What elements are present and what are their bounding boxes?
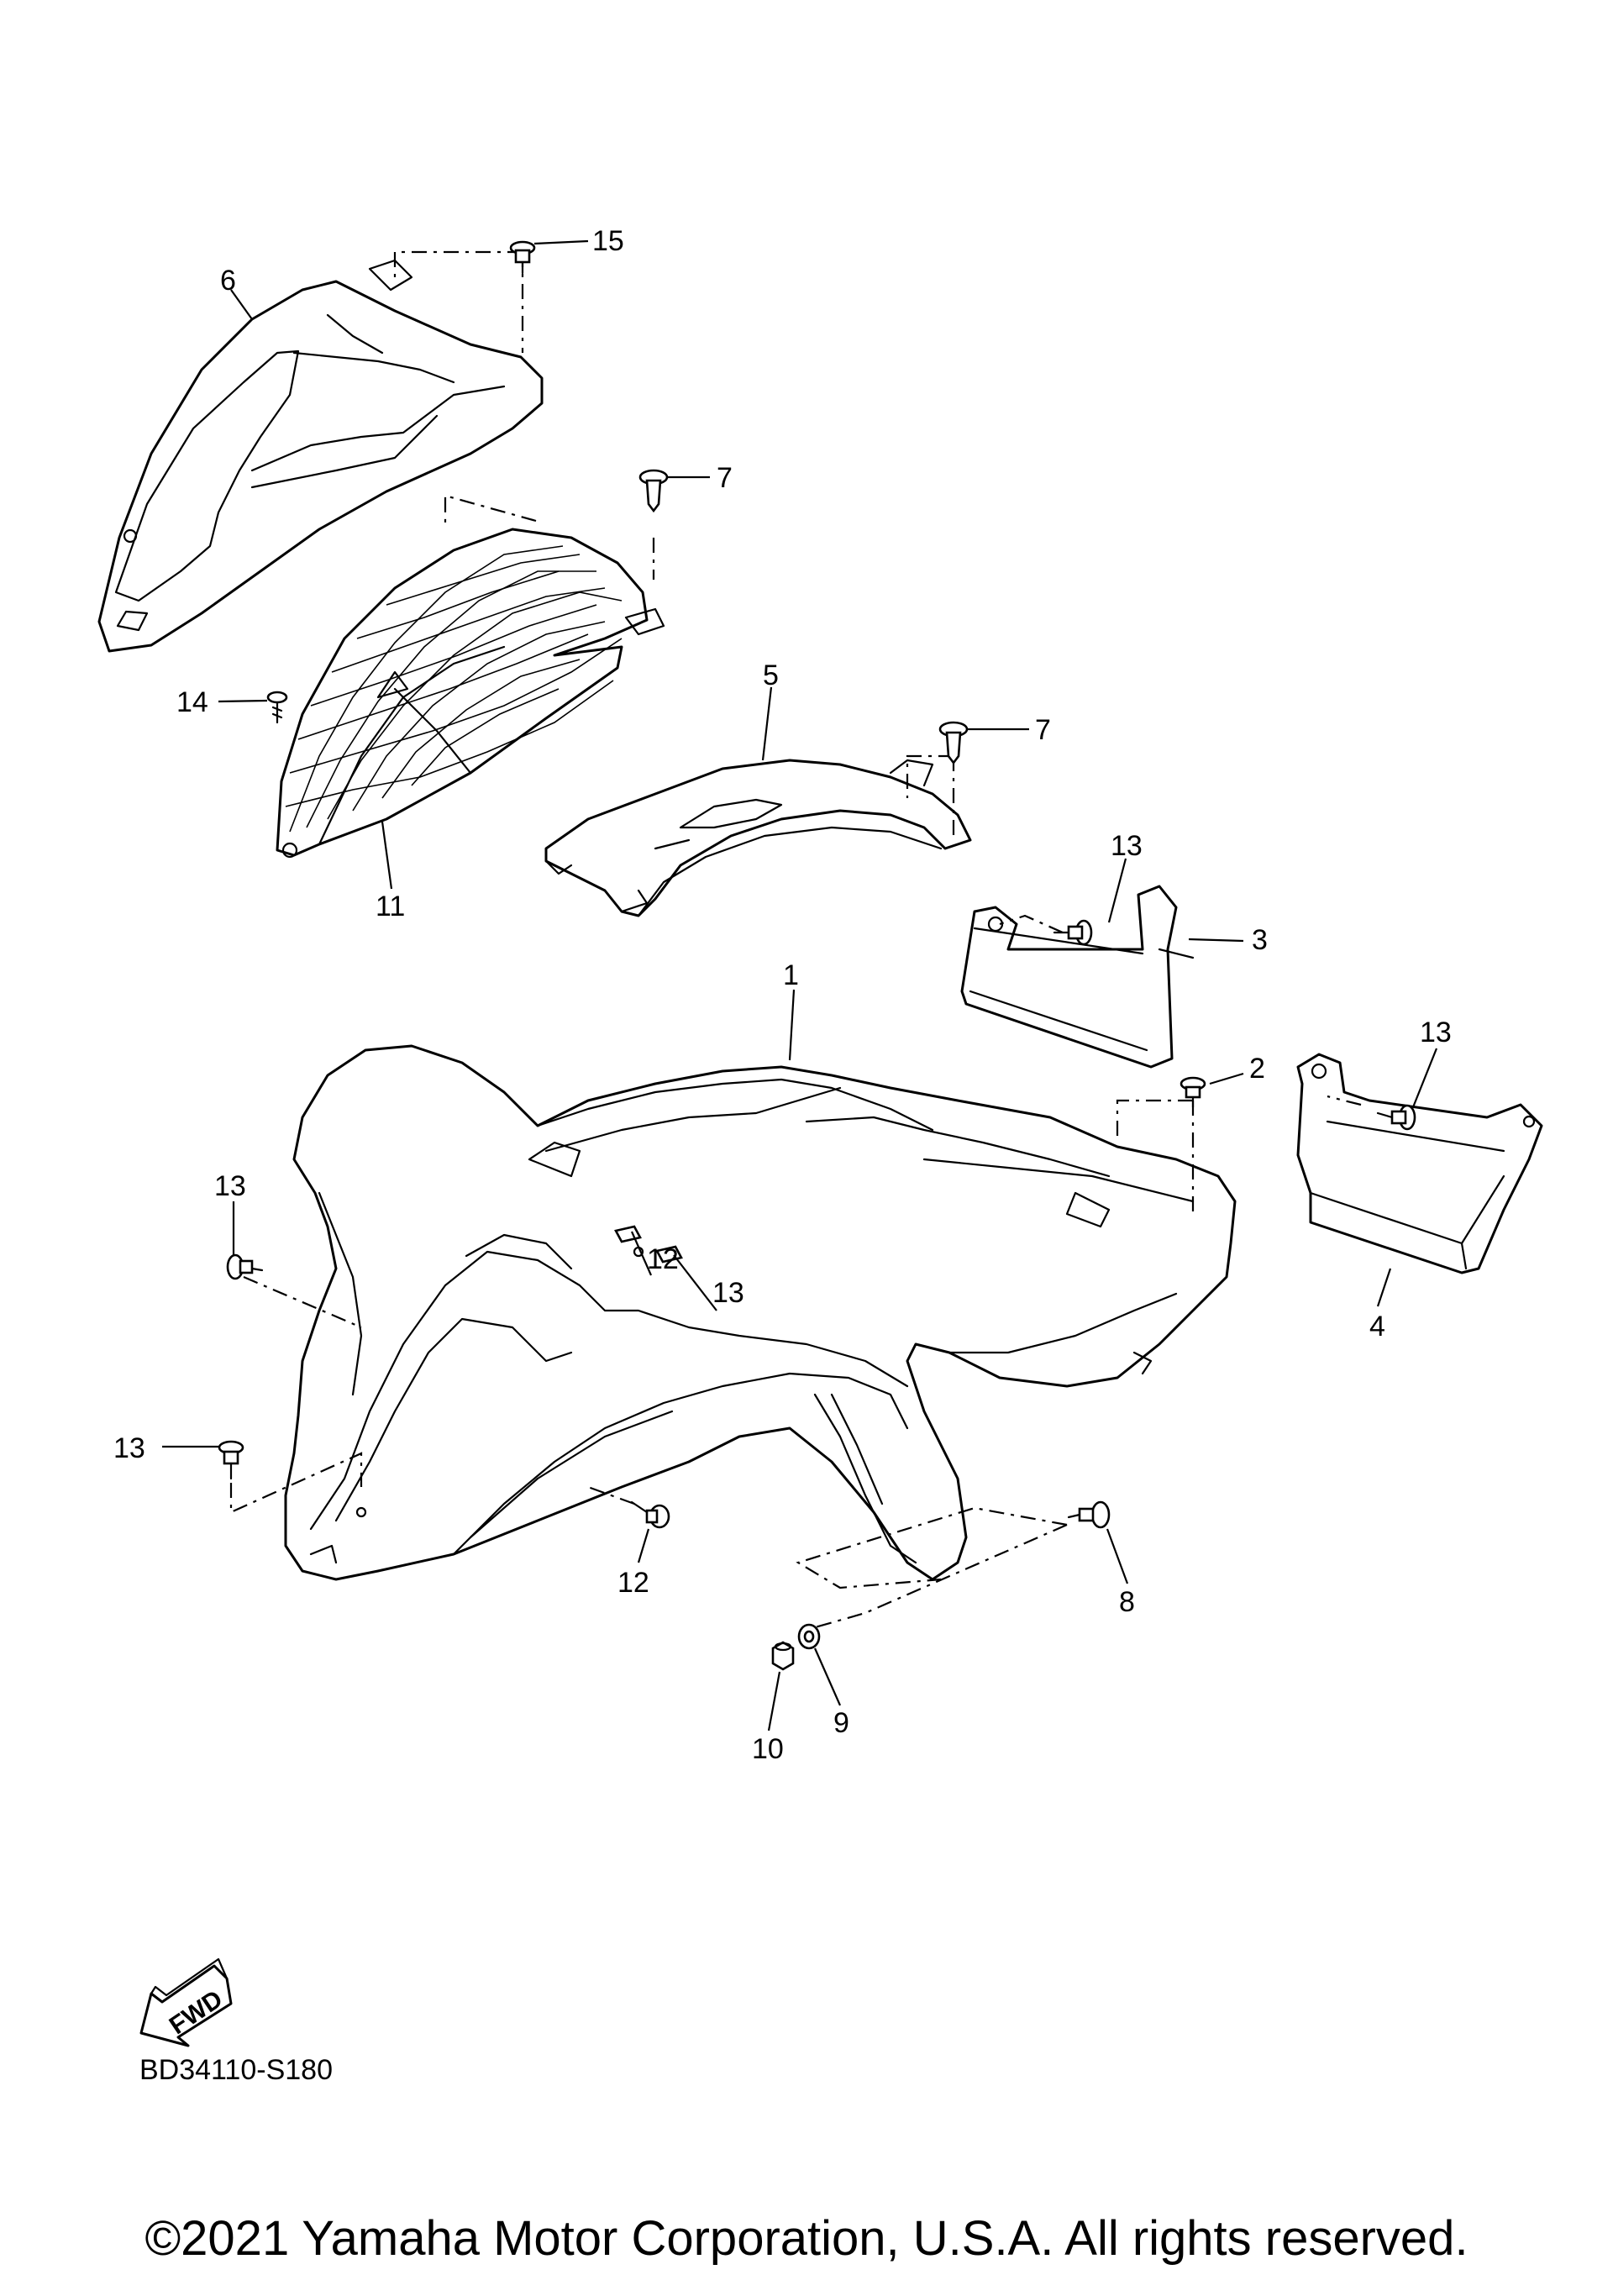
callout-14: 14 bbox=[176, 686, 208, 718]
fastener-13-bolt-a bbox=[1053, 919, 1093, 946]
callout-4: 4 bbox=[1369, 1311, 1385, 1342]
callout-8: 8 bbox=[1119, 1586, 1135, 1618]
part-11-front-grille bbox=[276, 528, 665, 859]
drawing-code: BD34110-S180 bbox=[139, 2054, 333, 2086]
callout-9: 9 bbox=[833, 1707, 849, 1739]
fastener-7-clip-top bbox=[638, 469, 669, 513]
part-3-bracket-right bbox=[960, 885, 1195, 1069]
callout-7: 7 bbox=[717, 462, 733, 494]
callout-3: 3 bbox=[1252, 924, 1268, 956]
callout-15: 15 bbox=[592, 225, 624, 257]
callout-13: 13 bbox=[1420, 1017, 1452, 1048]
copyright-notice: ©2021 Yamaha Motor Corporation, U.S.A. A… bbox=[144, 2211, 1469, 2266]
callout-12: 12 bbox=[647, 1243, 679, 1275]
callout-5: 5 bbox=[763, 659, 779, 691]
fastener-14-screw bbox=[266, 691, 288, 724]
fastener-9-washer bbox=[797, 1623, 821, 1650]
callout-labels: 6 15 7 5 7 14 11 13 3 1 2 13 12 13 13 13… bbox=[113, 225, 1452, 1765]
callout-6: 6 bbox=[220, 265, 236, 297]
fastener-13-bolt-c bbox=[226, 1253, 264, 1280]
callout-1: 1 bbox=[783, 959, 799, 991]
leader-lines bbox=[162, 239, 1438, 1731]
callout-7: 7 bbox=[1035, 714, 1051, 746]
fasteners bbox=[218, 240, 1416, 1671]
fastener-13-bolt-b bbox=[1376, 1104, 1416, 1131]
callout-11: 11 bbox=[376, 891, 405, 922]
fastener-15-bolt bbox=[509, 240, 536, 275]
fastener-2-bolt bbox=[1180, 1076, 1206, 1109]
callout-13: 13 bbox=[1111, 830, 1143, 862]
callout-12: 13 bbox=[712, 1277, 744, 1309]
fastener-12-nut-a bbox=[614, 1225, 642, 1243]
callout-13: 12 bbox=[617, 1567, 649, 1599]
fastener-10-nut bbox=[771, 1641, 795, 1671]
callout-13: 13 bbox=[113, 1432, 145, 1464]
fastener-8-bolt bbox=[1067, 1500, 1111, 1529]
part-1-front-fender bbox=[284, 1044, 1237, 1581]
callout-13: 13 bbox=[214, 1170, 246, 1202]
part-4-bracket-left bbox=[1296, 1053, 1543, 1274]
part-6-front-top-cover bbox=[97, 259, 544, 653]
fastener-13-bolt-d bbox=[218, 1440, 244, 1480]
fwd-arrow-icon: FWD bbox=[139, 1957, 233, 2047]
callout-10: 10 bbox=[752, 1733, 784, 1765]
assembly-lines bbox=[229, 250, 1362, 1631]
part-5-fender-panel bbox=[544, 759, 972, 917]
callout-2: 2 bbox=[1249, 1053, 1265, 1085]
fastener-13-bolt-e bbox=[630, 1500, 670, 1529]
